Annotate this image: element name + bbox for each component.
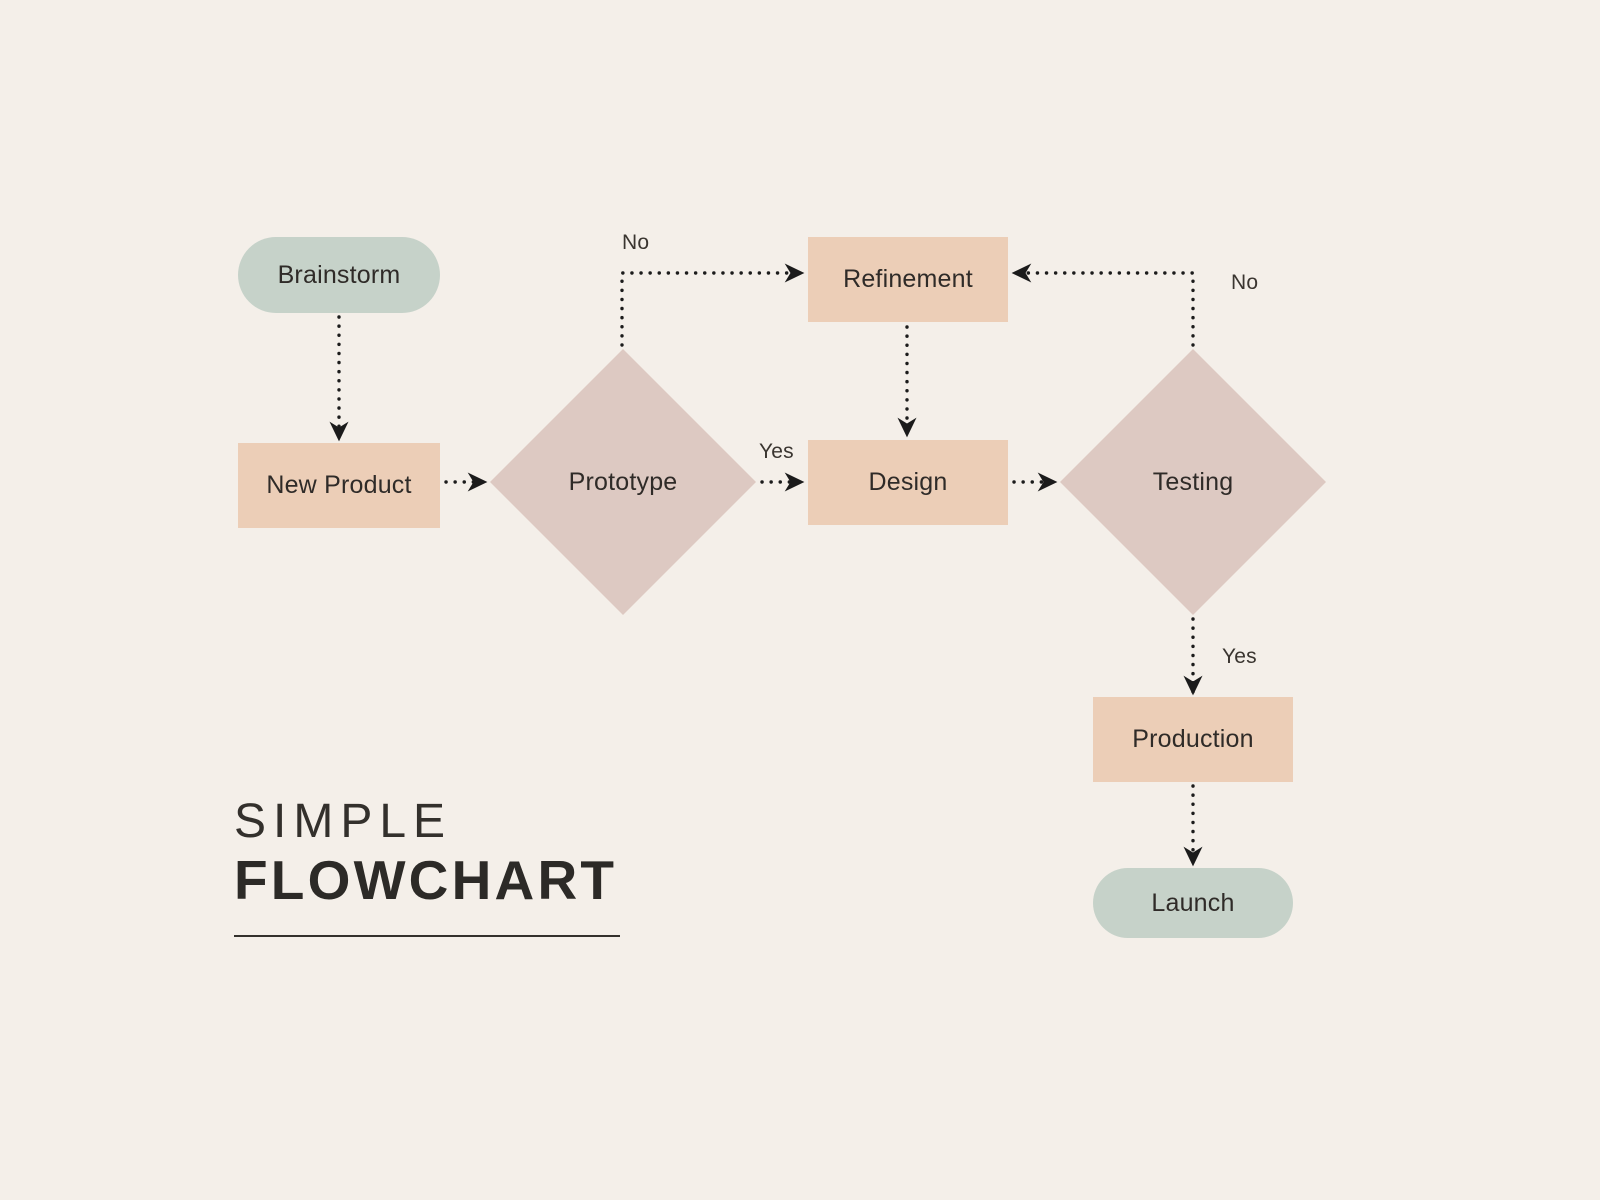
node-new-product[interactable]: New Product [238,443,440,528]
node-label-design: Design [868,468,948,496]
node-label-testing: Testing [1152,467,1234,496]
node-production[interactable]: Production [1093,697,1293,782]
node-prototype[interactable]: Prototype [490,349,756,615]
node-testing[interactable]: Testing [1060,349,1326,615]
node-label-production: Production [1132,725,1254,753]
page-title-line-2: FLOWCHART [234,848,618,911]
node-label-refinement: Refinement [843,265,973,293]
node-label-brainstorm: Brainstorm [277,260,401,289]
page-title-line-1: SIMPLE [234,795,453,848]
edge-testing-to-refinement [1011,263,1195,347]
title-block: SIMPLE FLOWCHART [234,795,634,938]
node-label-new-product: New Product [266,471,412,499]
node-launch[interactable]: Launch [1093,868,1293,938]
diamond-icon [490,349,756,615]
edge-label-prototype-yes: Yes [759,440,794,463]
node-brainstorm[interactable]: Brainstorm [238,237,440,313]
edge-label-prototype-no: No [622,231,650,254]
title-divider [234,935,620,938]
diamond-icon [1060,349,1326,615]
node-design[interactable]: Design [808,440,1008,525]
edge-label-testing-no: No [1231,271,1259,294]
edge-label-testing-yes: Yes [1222,645,1257,668]
node-refinement[interactable]: Refinement [808,237,1008,322]
edge-prototype-to-refinement [620,263,805,347]
node-label-launch: Launch [1151,888,1235,917]
node-label-prototype: Prototype [568,467,678,496]
